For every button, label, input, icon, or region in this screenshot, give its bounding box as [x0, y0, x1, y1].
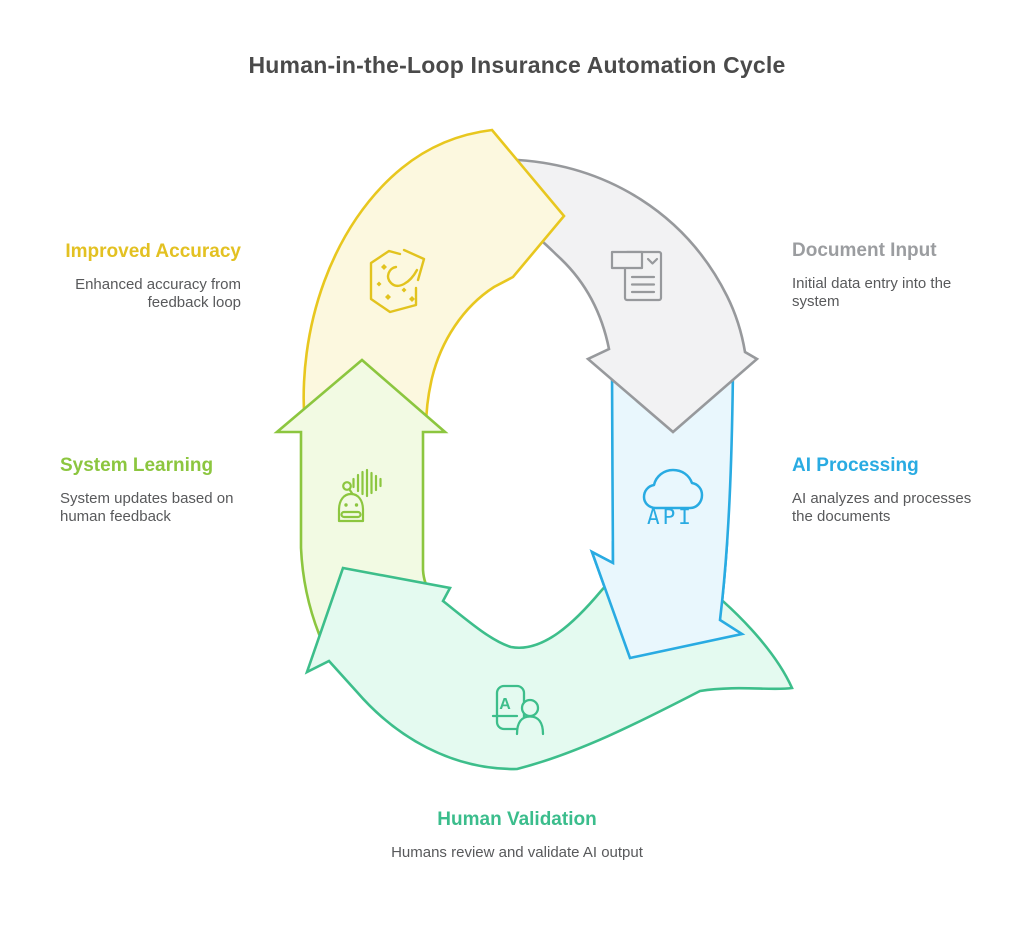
api-icon-text: API	[647, 505, 694, 529]
stage-title-system-learning: System Learning	[60, 455, 214, 476]
cloud-api-icon: API	[642, 468, 704, 529]
document-form-icon	[610, 250, 663, 302]
stage-title-improved-accuracy: Improved Accuracy	[65, 241, 241, 262]
id-card-person-icon: A	[491, 684, 545, 736]
stage-label-human-validation: Human Validation Humans review and valid…	[360, 809, 674, 862]
robot-voice-icon	[337, 468, 382, 523]
arrow-sparkle-icon	[369, 248, 426, 314]
stage-label-document-input: Document Input Initial data entry into t…	[792, 240, 978, 311]
stage-label-ai-processing: AI Processing AI analyzes and processes …	[792, 455, 992, 526]
stage-description-human-validation: Humans review and validate AI output	[391, 843, 643, 861]
stage-label-system-learning: System Learning System updates based on …	[60, 455, 244, 526]
stage-title-document-input: Document Input	[792, 240, 937, 261]
card-a-text: A	[499, 696, 511, 713]
stage-description-improved-accuracy: Enhanced accuracy from feedback loop	[75, 275, 241, 311]
stage-title-human-validation: Human Validation	[437, 809, 597, 830]
stage-description-document-input: Initial data entry into the system	[792, 274, 952, 310]
page-title: Human-in-the-Loop Insurance Automation C…	[248, 52, 786, 78]
document-input-arrow	[516, 158, 760, 434]
stage-label-improved-accuracy: Improved Accuracy Enhanced accuracy from…	[45, 241, 241, 312]
stage-description-system-learning: System updates based on human feedback	[60, 489, 234, 525]
stage-description-ai-processing: AI analyzes and processes the documents	[792, 489, 972, 525]
stage-title-ai-processing: AI Processing	[792, 455, 919, 476]
improved-accuracy-arrow	[302, 128, 566, 430]
